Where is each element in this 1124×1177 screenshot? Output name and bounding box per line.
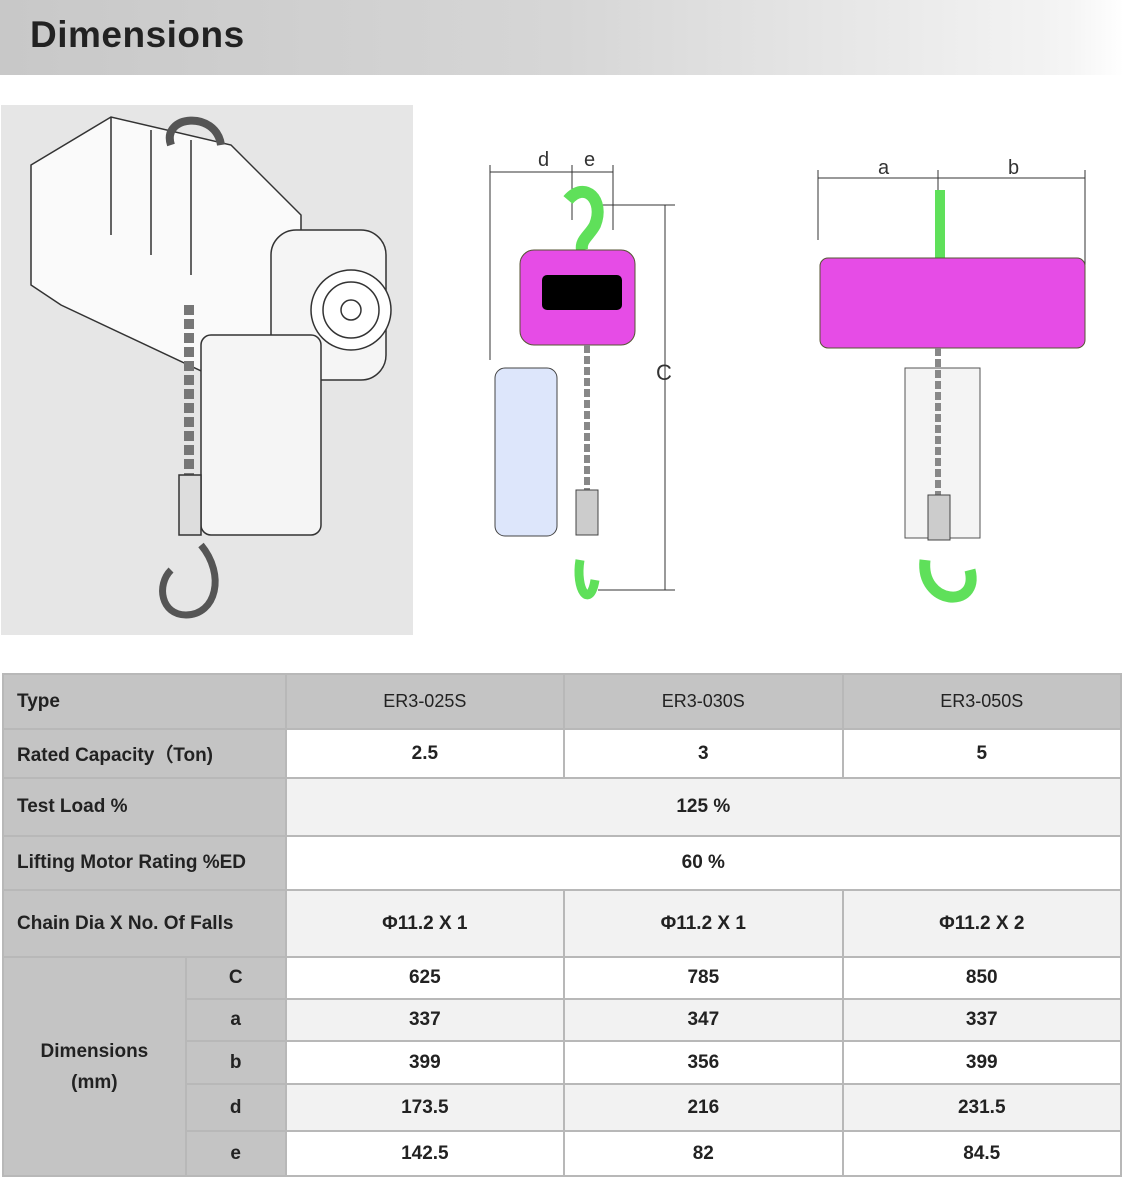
cell: Φ11.2 X 1 [563,889,844,958]
motor-row: Lifting Motor Rating %ED 60 % [2,835,1123,891]
dim-key: b [184,1040,287,1085]
cell: 173.5 [284,1083,566,1132]
cell: 399 [841,1040,1123,1085]
cell: 785 [563,956,844,1000]
dim-key: C [184,956,287,1000]
title-banner: Dimensions [0,0,1124,75]
cell: 2.5 [284,728,566,779]
cell: Φ11.2 X 2 [841,889,1123,958]
label-C: C [656,360,672,385]
dimensions-label: Dimensions (mm) [2,956,187,1177]
row-label: Type [2,673,287,730]
cell: Φ11.2 X 1 [284,889,566,958]
label-a: a [878,157,890,179]
cell: 337 [284,998,566,1042]
row-label: Test Load % [2,777,287,837]
label-e: e [584,149,595,171]
dimension-diagrams: d e C a b [489,149,1086,603]
row-label: Rated Capacity（Ton) [2,728,287,779]
cell: 625 [284,956,566,1000]
cell: 82 [563,1130,844,1177]
model-header: ER3-025S [284,673,566,730]
dim-row-b: b 399 356 399 [3,1040,1123,1085]
spec-table: Type ER3-025S ER3-030S ER3-050S Rated Ca… [2,673,1123,1177]
page-title: Dimensions [30,14,245,55]
dim-key: d [184,1083,287,1132]
test-load-row: Test Load % 125 % [2,777,1123,837]
cell: 347 [563,998,844,1042]
cell: 125 % [284,777,1123,837]
cell: 3 [563,728,844,779]
type-row: Type ER3-025S ER3-030S ER3-050S [2,673,1123,730]
cell: 231.5 [841,1083,1123,1132]
dim-key: e [184,1130,287,1177]
cell: 60 % [284,835,1123,891]
chain-row: Chain Dia X No. Of Falls Φ11.2 X 1 Φ11.2… [2,889,1123,958]
row-label: Chain Dia X No. Of Falls [2,889,287,958]
model-header: ER3-050S [841,673,1123,730]
model-header: ER3-030S [563,673,844,730]
hoist-line-drawing [1,105,413,635]
cell: 84.5 [841,1130,1123,1177]
dimensions-title: Dimensions [40,1040,149,1062]
dim-row-e: e 142.5 82 84.5 [3,1130,1123,1177]
dim-row-d: d 173.5 216 231.5 [3,1083,1123,1132]
cell: 337 [841,998,1123,1042]
dim-key: a [184,998,287,1042]
row-label: Lifting Motor Rating %ED [2,835,287,891]
label-b: b [1008,157,1019,179]
cell: 216 [563,1083,844,1132]
cell: 399 [284,1040,566,1085]
dim-row-C: Dimensions (mm) C 625 785 850 [2,956,1123,1177]
cell: 356 [563,1040,844,1085]
dim-row-a: a 337 347 337 [3,998,1123,1042]
label-d: d [538,149,549,171]
capacity-row: Rated Capacity（Ton) 2.5 3 5 [2,728,1123,779]
dimensions-unit: (mm) [71,1071,118,1093]
cell: 142.5 [284,1130,566,1177]
cell: 850 [841,956,1123,1000]
cell: 5 [841,728,1123,779]
